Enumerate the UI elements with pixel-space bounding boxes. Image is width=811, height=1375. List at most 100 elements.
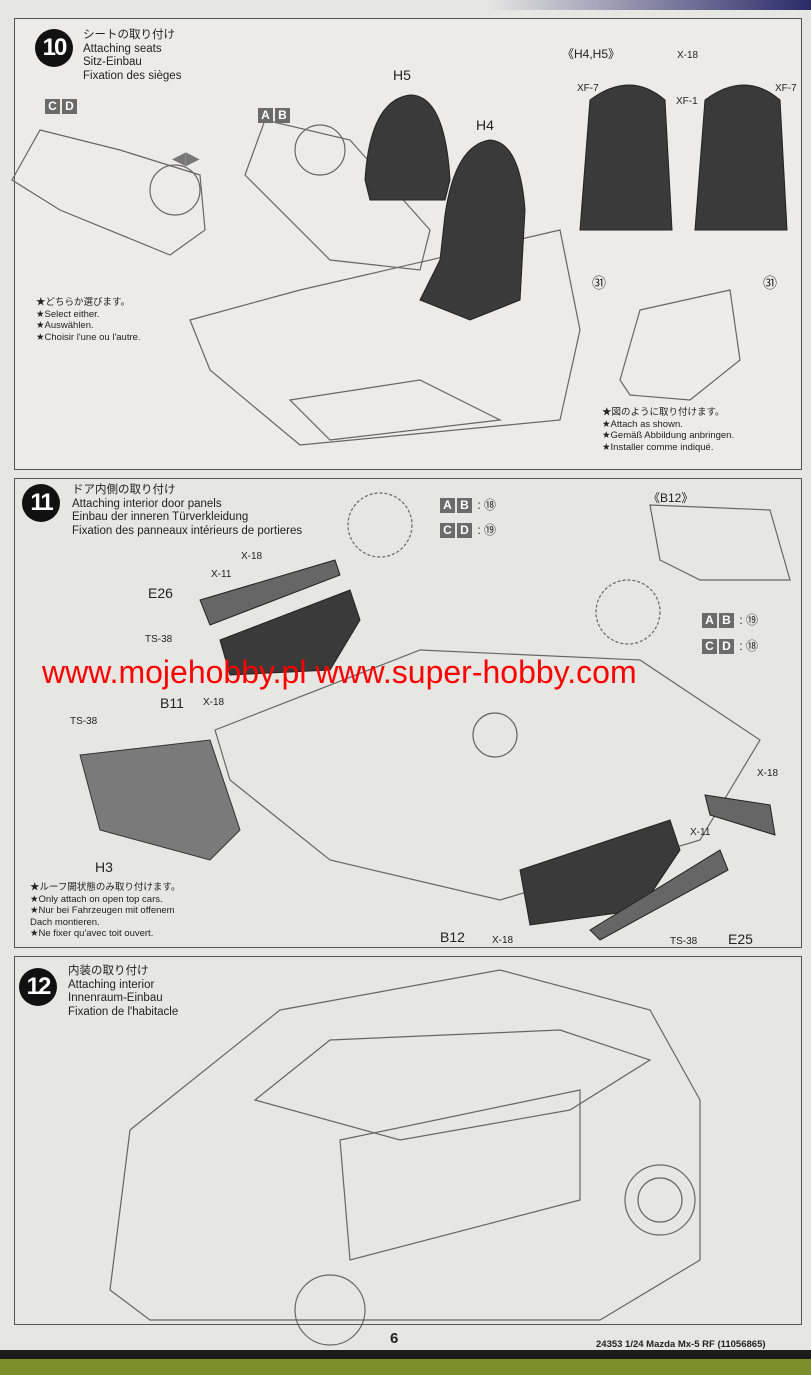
note-line: ★Gemäß Abbildung anbringen. xyxy=(602,430,735,441)
detail-circle-right xyxy=(595,579,661,645)
decal-number: : ⑲ xyxy=(477,523,497,537)
title-de: Einbau der inneren Türverkleidung xyxy=(72,511,249,523)
door-trim-right xyxy=(704,794,776,836)
note-line: ★Select either. xyxy=(36,308,100,320)
title-jp: シートの取り付け xyxy=(83,29,175,41)
option-d: D xyxy=(62,99,77,114)
door-trim-e25 xyxy=(589,849,729,941)
seat-detail-left xyxy=(579,84,673,231)
detail-title-b12: 《B12》 xyxy=(648,491,694,505)
option-c: C xyxy=(45,99,60,114)
part-h5: H5 xyxy=(393,67,411,83)
label-x18: X-18 xyxy=(203,697,225,708)
option-b: B xyxy=(275,108,290,123)
part-e26: E26 xyxy=(148,585,173,601)
chassis-10 xyxy=(189,229,581,446)
paint-x18: X-18 xyxy=(677,50,699,61)
title-fr: Fixation des panneaux intérieurs de port… xyxy=(72,524,303,537)
seat-detail-right xyxy=(694,84,788,231)
chassis-11 xyxy=(214,649,761,901)
note-line: ★どちらか選びます。 xyxy=(36,297,131,308)
step-10-number: 10 xyxy=(35,29,73,67)
option-d: D xyxy=(457,523,472,538)
note-line: ★Attach as shown. xyxy=(602,418,683,430)
interior-12 xyxy=(253,1029,652,1141)
page-number: 6 xyxy=(390,1330,399,1347)
title-de: Innenraum-Einbau xyxy=(68,992,163,1004)
label-x11: X-11 xyxy=(690,827,711,838)
step-11-heading: ドア内側の取り付け Attaching interior door panels… xyxy=(72,484,302,538)
decal-number: : ⑱ xyxy=(477,498,497,512)
note-line: ★Choisir l'une ou l'autre. xyxy=(36,331,141,343)
title-fr: Fixation de l'habitacle xyxy=(68,1005,179,1018)
label-ts38: TS-38 xyxy=(70,716,98,727)
bottom-edge xyxy=(0,1350,811,1375)
step-11-number: 11 xyxy=(22,484,60,522)
decal-number: : ⑲ xyxy=(739,613,759,627)
step-10-heading: シートの取り付け Attaching seats Sitz-Einbau Fix… xyxy=(83,29,181,83)
title-en: Attaching interior door panels xyxy=(72,497,222,510)
option-b: B xyxy=(457,498,472,513)
label-x11: X-11 xyxy=(211,569,232,580)
part-b11: B11 xyxy=(160,695,184,711)
open-top-notes: ★ルーフ開状態のみ取り付けます。★Only attach on open top… xyxy=(30,882,180,940)
step-12-panel xyxy=(14,956,802,1325)
seat-h5 xyxy=(364,94,451,201)
steering-wheel-11 xyxy=(472,712,518,758)
step-11-panel xyxy=(14,478,802,948)
paint-xf7-right: XF-7 xyxy=(775,83,797,94)
note-line: ★Only attach on open top cars. xyxy=(30,893,163,905)
door-trim-e26 xyxy=(199,559,341,626)
option-d: D xyxy=(719,639,734,654)
paint-xf7-left: XF-7 xyxy=(577,83,599,94)
option-a: A xyxy=(258,108,273,123)
label-ts38: TS-38 xyxy=(145,634,173,645)
step-12-heading: 内装の取り付け Attaching interior Innenraum-Ein… xyxy=(68,965,178,1019)
swap-arrow-icon: ◀▶ xyxy=(172,148,200,168)
part-e25: E25 xyxy=(728,931,753,947)
seat-h4 xyxy=(419,139,526,321)
wheel-front xyxy=(624,1164,696,1236)
step-12-number: 12 xyxy=(19,968,57,1006)
note-line: ★図のように取り付けます。 xyxy=(602,407,725,418)
title-fr: Fixation des sièges xyxy=(83,69,182,82)
top-edge xyxy=(0,0,811,10)
seat-side-view xyxy=(619,289,741,401)
note-line: ★Nur bei Fahrzeugen mit offenem xyxy=(30,905,175,916)
floor-10 xyxy=(288,379,503,441)
decal-31-right: ㉛ xyxy=(763,275,777,291)
detail-circle-left xyxy=(347,492,413,558)
option-c: C xyxy=(702,639,717,654)
note-line: ★ルーフ開状態のみ取り付けます。 xyxy=(30,882,181,893)
attach-notes: ★図のように取り付けます。★Attach as shown.★Gemäß Abb… xyxy=(602,407,734,453)
watermark: www.mojehobby.pl www.super-hobby.com xyxy=(42,654,637,690)
part-h4: H4 xyxy=(476,117,494,133)
decal-number: : ⑱ xyxy=(739,639,759,653)
roof-panel-h3 xyxy=(79,739,241,861)
steering-wheel-cd xyxy=(149,164,201,216)
step-10-panel xyxy=(14,18,802,470)
detail-title-h4-h5: 《H4,H5》 xyxy=(562,47,621,61)
paint-xf1: XF-1 xyxy=(676,96,698,107)
title-jp: ドア内側の取り付け xyxy=(72,484,176,496)
title-en: Attaching interior xyxy=(68,978,155,991)
select-notes: ★どちらか選びます。★Select either.★Auswählen.★Cho… xyxy=(36,297,141,343)
option-a: A xyxy=(440,498,455,513)
dashboard-cd xyxy=(11,129,206,256)
title-jp: 内装の取り付け xyxy=(68,965,149,977)
option-b: B xyxy=(719,613,734,628)
label-x18: X-18 xyxy=(241,551,263,562)
door-12 xyxy=(339,1089,581,1261)
steering-wheel-ab xyxy=(294,124,346,176)
option-c: C xyxy=(440,523,455,538)
option-a: A xyxy=(702,613,717,628)
label-ts38: TS-38 xyxy=(670,936,698,947)
note-line: ★Installer comme indiqué. xyxy=(602,441,714,453)
door-panel-b12-detail xyxy=(649,504,791,581)
